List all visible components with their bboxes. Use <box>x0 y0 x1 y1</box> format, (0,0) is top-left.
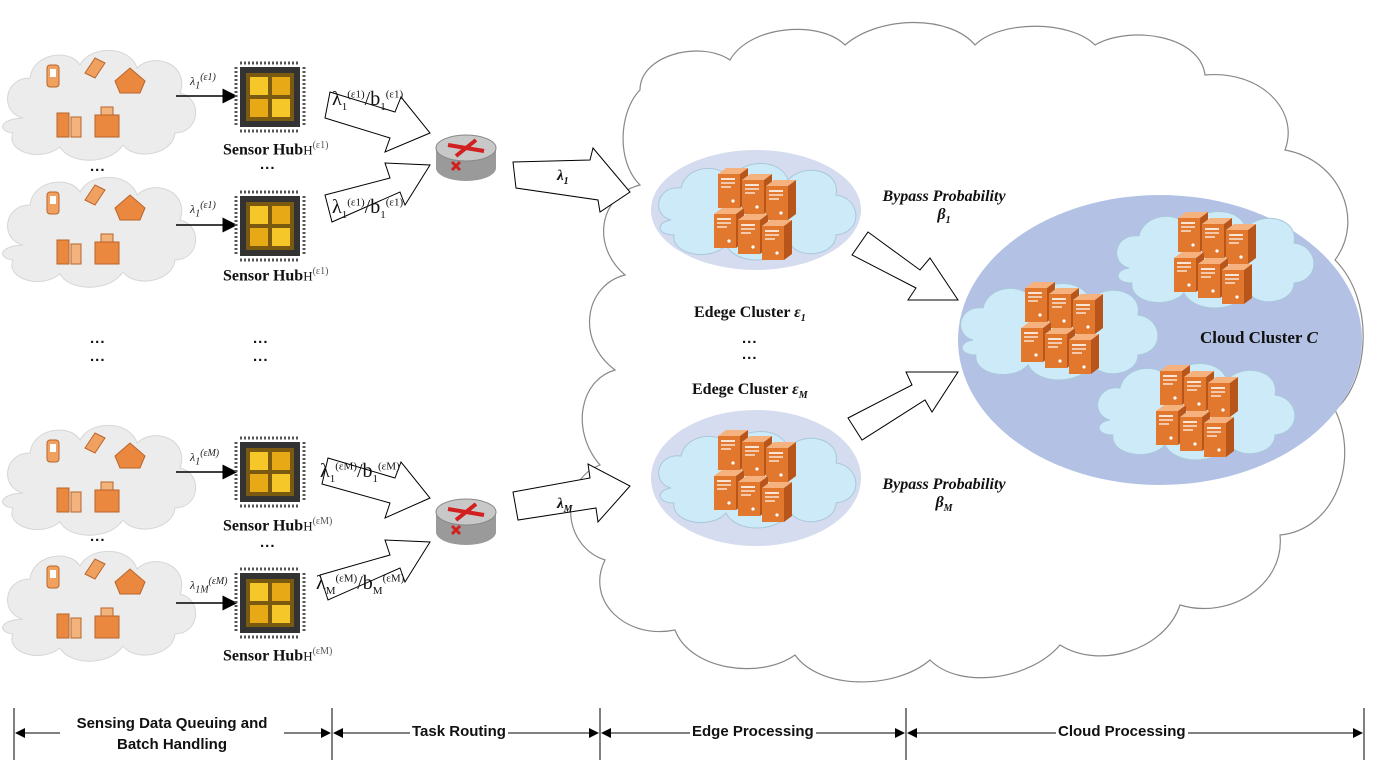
dots-device-mid-b: ... <box>90 348 106 365</box>
sensor-hub-chip-3-icon <box>234 436 306 508</box>
sensor-hub-label-4: Sensor HubH(εM) <box>223 646 333 665</box>
edge-servers-1-icon <box>714 168 796 260</box>
stage-label-routing: Task Routing <box>410 723 508 740</box>
edge-cluster-M-label: Edege Cluster εM <box>692 381 808 402</box>
edge-dots-a: ... <box>742 330 758 347</box>
sensor-hub-chip-2-icon <box>234 190 306 262</box>
sensor-hub-chip-1-icon <box>234 61 306 133</box>
cloud-servers-a-icon <box>1174 212 1256 304</box>
dots-hub-mid-b: ... <box>253 348 269 365</box>
stage-label-cloud: Cloud Processing <box>1056 723 1188 740</box>
sensor-hub-label-3: Sensor HubH(εM) <box>223 516 333 535</box>
edge-dots-b: ... <box>742 346 758 363</box>
dots-device-1: ... <box>90 158 106 175</box>
routing-rate-1: λ1 <box>557 168 569 187</box>
cloud-servers-c-icon <box>1156 365 1238 457</box>
dots-device-2: ... <box>90 528 106 545</box>
router-M-icon <box>434 497 498 547</box>
device-cloud-3-icon <box>2 424 197 536</box>
sensor-hub-label-1: Sensor HubH(ε1) <box>223 140 329 159</box>
batch-rate-top-2: λ1(ε1)/b1(ε1) <box>332 196 404 221</box>
batch-rate-bottom-2: λM(εM)/bM(εM) <box>316 572 405 597</box>
sensor-hub-chip-4-icon <box>234 567 306 639</box>
router-1-icon <box>434 133 498 183</box>
device-cloud-2-icon <box>2 176 197 288</box>
dots-hub-2: ... <box>260 534 276 551</box>
edge-servers-M-icon <box>714 430 796 522</box>
cloud-cluster-label: Cloud Cluster C <box>1200 328 1318 347</box>
stage-label-sensing: Sensing Data Queuing and Batch Handling <box>60 713 284 755</box>
routing-rate-M: λM <box>557 496 573 515</box>
cloud-servers-b-icon <box>1021 282 1103 374</box>
stage-label-edge: Edge Processing <box>690 723 816 740</box>
arrival-rate-2: λ1(ε1) <box>190 200 216 220</box>
arrival-rate-1: λ1(ε1) <box>190 72 216 92</box>
dots-device-mid-a: ... <box>90 330 106 347</box>
arrival-rate-4: λ1M(εM) <box>190 576 228 596</box>
edge-cluster-1-label: Edege Cluster ε1 <box>694 304 806 325</box>
dots-hub-mid-a: ... <box>253 330 269 347</box>
arrival-rate-3: λ1(εM) <box>190 448 220 468</box>
dots-hub-1: ... <box>260 156 276 173</box>
device-cloud-1-icon <box>2 49 197 161</box>
batch-rate-bottom-1: λ1(εM)/b1(εM) <box>320 460 400 485</box>
batch-rate-top-1: λ1(ε1)/b1(ε1) <box>332 88 404 113</box>
sensor-hub-label-2: Sensor HubH(ε1) <box>223 266 329 285</box>
device-cloud-4-icon <box>2 550 197 662</box>
